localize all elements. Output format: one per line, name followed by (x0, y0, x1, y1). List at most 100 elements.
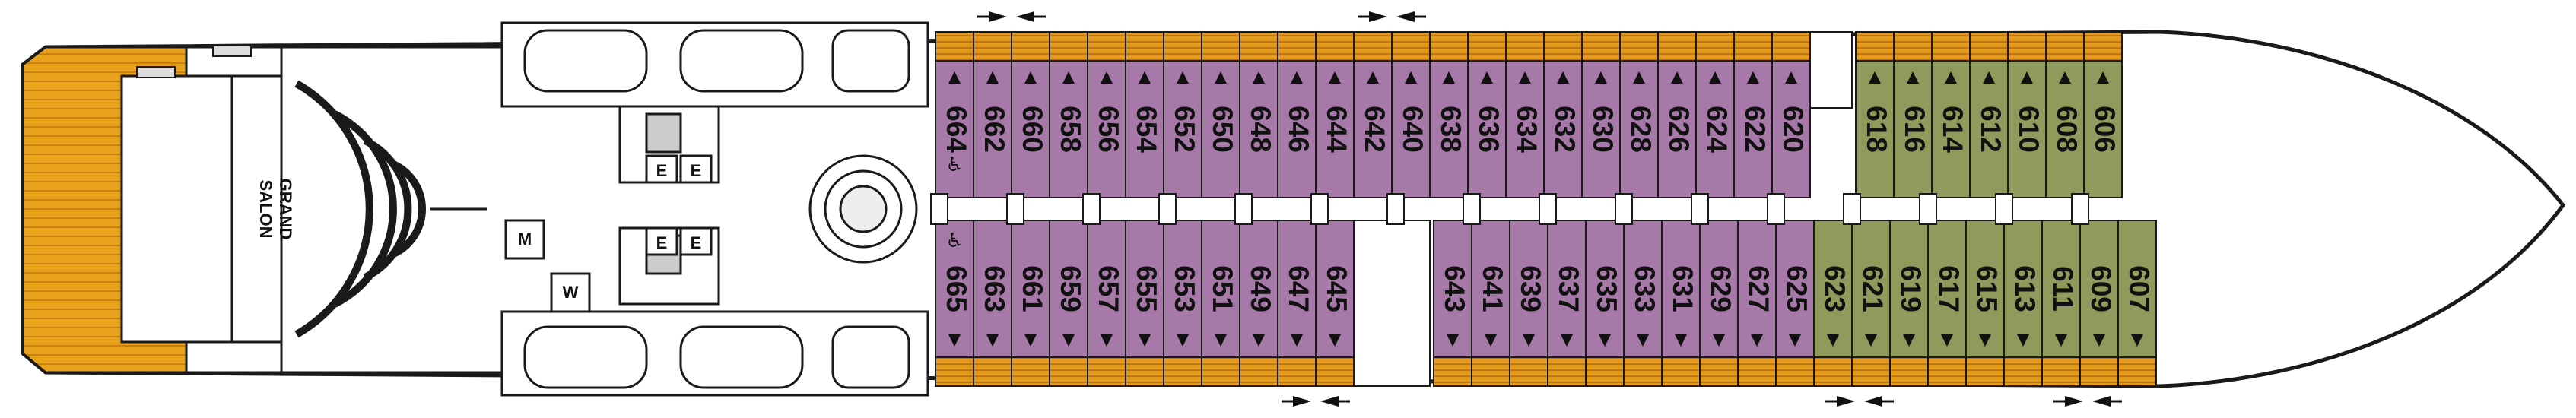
corridor-post (1082, 193, 1101, 225)
balcony (1125, 356, 1164, 387)
cabin-number: 643 (1439, 265, 1470, 312)
corridor-post (1463, 193, 1481, 225)
cabin-number: 607 (2123, 265, 2155, 312)
balcony (1353, 31, 1393, 62)
balcony (1585, 356, 1625, 387)
corridor-post (1310, 193, 1329, 225)
salon-label-line1: GRAND (276, 179, 295, 240)
balcony (2079, 356, 2119, 387)
tender-3 (831, 29, 910, 93)
cabin-number: 615 (1971, 265, 2003, 312)
balcony-arrow-icon (1329, 71, 1341, 84)
cabin-650[interactable] (1201, 60, 1240, 198)
cabin-number: 621 (1857, 265, 1888, 312)
balcony-arrow-icon (1671, 71, 1683, 84)
cabin-number: 647 (1283, 265, 1314, 312)
balcony-arrow-icon (1024, 71, 1037, 84)
cabin-number: 638 (1435, 106, 1466, 153)
corridor-post (1158, 193, 1177, 225)
balcony-arrow-icon (1443, 71, 1455, 84)
balcony (1931, 31, 1971, 62)
balcony-arrow-icon (1633, 71, 1645, 84)
balcony-arrow-icon (1177, 334, 1189, 347)
balcony-arrow-icon (2131, 334, 2143, 347)
cabin-612[interactable] (1969, 60, 2009, 198)
balcony-arrow-icon (2097, 71, 2109, 84)
balcony-arrow-icon (1405, 71, 1417, 84)
balcony (1315, 356, 1355, 387)
cabin-number: 625 (1781, 265, 1812, 312)
balcony (1239, 31, 1278, 62)
balcony-arrow-icon (1865, 334, 1877, 347)
balcony-arrow-icon (1675, 334, 1687, 347)
balcony-arrow-icon (1139, 334, 1151, 347)
cabin-number: 646 (1283, 106, 1314, 153)
corridor-post (1691, 193, 1709, 225)
tender-6 (831, 325, 910, 389)
balcony-arrow-icon (1751, 334, 1763, 347)
cabin-number: 626 (1663, 106, 1695, 153)
tenders-top (500, 21, 929, 397)
elevator-label: E (656, 233, 668, 252)
cabin-number: 618 (1861, 106, 1892, 153)
balcony-arrow-icon (1177, 71, 1189, 84)
balcony-arrow-icon (1329, 334, 1341, 347)
cabin-number: 652 (1169, 106, 1200, 153)
balcony (1049, 356, 1088, 387)
balcony (973, 31, 1012, 62)
balcony-arrow-icon (1367, 71, 1379, 84)
balcony (2003, 356, 2043, 387)
cabin-number: 609 (2085, 265, 2117, 312)
balcony-arrow-icon (1215, 71, 1227, 84)
salon-walls (230, 46, 502, 374)
balcony (1011, 31, 1050, 62)
cabin-number: 651 (1207, 265, 1238, 312)
cabin-number: 648 (1245, 106, 1276, 153)
balcony-arrow-icon (1979, 334, 1991, 347)
balcony-arrow-icon (1481, 71, 1493, 84)
balcony (1391, 31, 1431, 62)
balcony-arrow-icon (1139, 71, 1151, 84)
cabin-number: 660 (1017, 106, 1048, 153)
cabin-number: 622 (1739, 106, 1771, 153)
cabin-number: 614 (1937, 106, 1968, 153)
balcony (1737, 356, 1777, 387)
balcony-arrow-icon (1062, 71, 1075, 84)
balcony-arrow-icon (1595, 71, 1607, 84)
balcony (1969, 31, 2009, 62)
cabin-number: 663 (979, 265, 1010, 312)
corridor-post (1615, 193, 1633, 225)
cabin-number: 635 (1591, 265, 1622, 312)
balcony (1855, 31, 1895, 62)
balcony-arrow-icon (1903, 334, 1915, 347)
cabin-number: 628 (1625, 106, 1656, 153)
balcony (1163, 31, 1202, 62)
corridor-post (1006, 193, 1024, 225)
cabin-number: 616 (1899, 106, 1930, 153)
balcony (1277, 31, 1317, 62)
cabin-number: 664 (941, 106, 972, 153)
balcony (1509, 356, 1548, 387)
balcony-arrow-icon (2059, 71, 2071, 84)
cabin-number: 642 (1359, 106, 1390, 153)
balcony-arrow-icon (1024, 334, 1037, 347)
balcony-arrow-icon (1557, 71, 1569, 84)
corridor-post (1386, 193, 1405, 225)
wheelchair-icon: ♿ (945, 154, 963, 176)
cabin-number: 636 (1473, 106, 1504, 153)
cabin-number: 656 (1093, 106, 1124, 153)
balcony-arrow-icon (2017, 334, 2029, 347)
balcony (1433, 356, 1472, 387)
cabin-number: 637 (1553, 265, 1584, 312)
balcony (1125, 31, 1164, 62)
balcony-arrow-icon (1827, 334, 1839, 347)
restroom-women-box (550, 272, 591, 313)
balcony (1087, 356, 1126, 387)
balcony (1733, 31, 1773, 62)
balcony-arrow-icon (1101, 71, 1113, 84)
balcony-arrow-icon (1941, 334, 1953, 347)
balcony (1699, 356, 1739, 387)
wheelchair-icon: ♿ (945, 230, 963, 252)
cabin-number: 606 (2089, 106, 2120, 153)
